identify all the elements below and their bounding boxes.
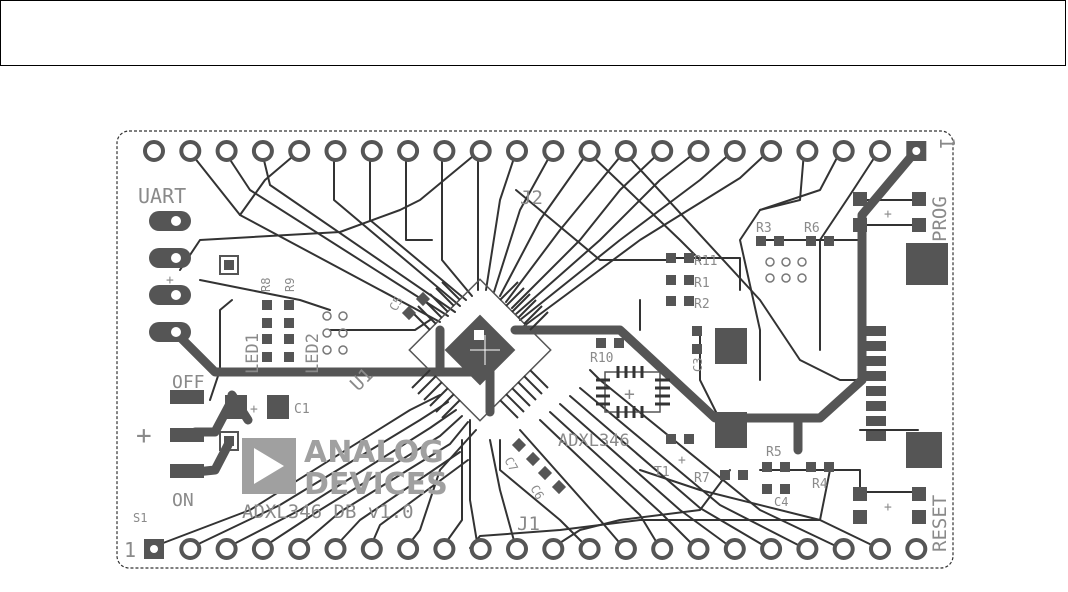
j2-pin — [578, 140, 601, 162]
pin1-top-label: 1 — [935, 137, 959, 149]
j1-pin — [869, 538, 891, 560]
board-version-label: ADXL346 DB v1.0 — [242, 501, 414, 523]
on-label: ON — [172, 490, 194, 511]
j1-pin — [614, 538, 637, 560]
signal-traces — [149, 151, 919, 549]
j2-label: J2 — [520, 187, 543, 209]
j1-pin — [469, 538, 492, 560]
u1-chip — [408, 278, 552, 422]
j1-pin — [324, 538, 347, 560]
j1-pin — [832, 538, 855, 560]
via-clusters — [322, 257, 807, 355]
adxl346-sensor — [596, 366, 670, 418]
j2-pin — [869, 140, 891, 162]
svg-text:R2: R2 — [694, 297, 710, 312]
j1-pin — [687, 538, 710, 560]
silkscreen-labels: UART OFF ON S1 1 1 PROG RESET ADXL346 DB… — [124, 137, 959, 562]
led1-label: LED1 — [243, 333, 263, 374]
pin1-bottom-label: 1 — [124, 538, 136, 562]
svg-text:DEVICES: DEVICES — [304, 467, 448, 502]
svg-text:R1: R1 — [694, 276, 710, 291]
smd-pads — [170, 192, 948, 524]
j2-pin — [614, 140, 637, 162]
j1-pin — [506, 538, 528, 560]
svg-text:R8: R8 — [259, 278, 273, 292]
j2-pin — [288, 140, 311, 162]
j2-pin — [687, 140, 710, 162]
j2-pin — [760, 140, 783, 162]
j1-pin — [251, 538, 274, 560]
j2-pin — [651, 140, 674, 162]
j1-label: J1 — [517, 513, 540, 535]
j1-pin — [433, 538, 456, 560]
led2-label: LED2 — [303, 333, 323, 374]
j2-pin — [469, 140, 492, 162]
j2-pin — [796, 140, 819, 162]
j1-pin — [578, 538, 601, 560]
svg-text:C3: C3 — [691, 358, 705, 372]
svg-text:+: + — [884, 207, 892, 222]
j2-pin — [324, 140, 347, 162]
j1-pin — [288, 538, 311, 560]
board-outline — [116, 130, 954, 569]
svg-text:+: + — [250, 402, 258, 417]
j1-pin — [215, 538, 238, 560]
j2-pin — [542, 140, 565, 162]
j2-pin — [723, 140, 746, 162]
uart-label: UART — [138, 184, 186, 208]
j2-pin — [832, 140, 855, 162]
j2-pin — [179, 140, 202, 162]
svg-text:+: + — [166, 273, 174, 288]
s1-label: S1 — [133, 511, 147, 525]
j2-pin — [215, 140, 238, 162]
svg-text:R7: R7 — [694, 471, 710, 486]
figure-caption-box — [0, 0, 1066, 66]
off-label: OFF — [172, 372, 205, 393]
j1-pin — [905, 538, 928, 560]
svg-text:C7: C7 — [501, 455, 520, 475]
svg-text:ANALOG: ANALOG — [304, 435, 444, 470]
svg-text:+: + — [678, 453, 686, 468]
j1-pin — [760, 538, 783, 560]
svg-text:R5: R5 — [766, 445, 782, 460]
prog-label: PROG — [929, 196, 951, 242]
svg-text:C6: C6 — [527, 483, 546, 503]
svg-text:R4: R4 — [812, 477, 828, 492]
svg-text:T1: T1 — [654, 465, 670, 480]
j1-pin — [542, 538, 565, 560]
svg-text:R10: R10 — [590, 351, 613, 366]
adxl346-label: ADXL346 — [558, 431, 630, 451]
svg-text:R9: R9 — [283, 278, 297, 292]
svg-text:C4: C4 — [774, 495, 788, 509]
analog-devices-logo: ANALOG DEVICES — [242, 435, 448, 502]
j1-pin — [723, 538, 746, 560]
j2-pin — [360, 140, 383, 162]
j1-pin — [179, 538, 202, 560]
j2-pin — [143, 140, 165, 162]
svg-text:+: + — [624, 384, 635, 405]
svg-text:+: + — [136, 421, 152, 451]
j1-pin — [796, 538, 819, 560]
j1-pin — [397, 538, 420, 560]
svg-text:R3: R3 — [756, 221, 772, 236]
svg-text:C1: C1 — [294, 402, 310, 417]
svg-text:C5: C5 — [386, 294, 405, 314]
uart-connector — [149, 211, 191, 342]
j1-pin — [360, 538, 383, 560]
j2-pin — [251, 140, 274, 162]
header-j2 — [143, 140, 927, 162]
j1-pin — [651, 538, 674, 560]
j2-pin — [433, 140, 456, 162]
j2-pin — [506, 140, 528, 162]
svg-text:R11: R11 — [694, 254, 717, 269]
j2-pin — [397, 140, 420, 162]
header-j1 — [144, 538, 928, 560]
svg-text:+: + — [884, 500, 892, 515]
reset-label: RESET — [929, 495, 951, 552]
svg-text:R6: R6 — [804, 221, 820, 236]
